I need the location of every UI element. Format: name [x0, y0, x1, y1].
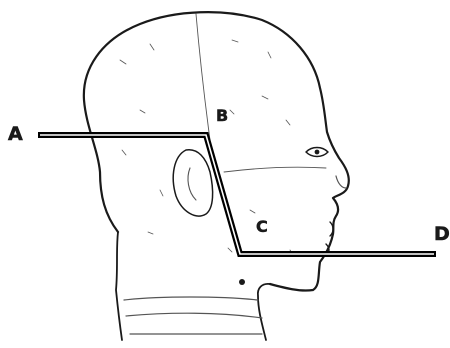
cut-line-outer [38, 135, 436, 254]
eye-icon [306, 148, 328, 157]
head-outline [84, 12, 349, 290]
section-cut-line [38, 135, 436, 254]
jaw-line [258, 284, 270, 340]
label-a: A [8, 123, 23, 145]
label-d: D [434, 223, 450, 245]
label-c: C [256, 217, 268, 236]
neck-collar [124, 297, 262, 334]
nape-line [116, 232, 122, 340]
ear-icon [173, 150, 212, 216]
mole-dot [239, 279, 245, 285]
label-b: B [216, 106, 228, 125]
construction-vertical [196, 14, 210, 140]
construction-horizontal [224, 167, 326, 172]
nose-detail [336, 176, 346, 188]
